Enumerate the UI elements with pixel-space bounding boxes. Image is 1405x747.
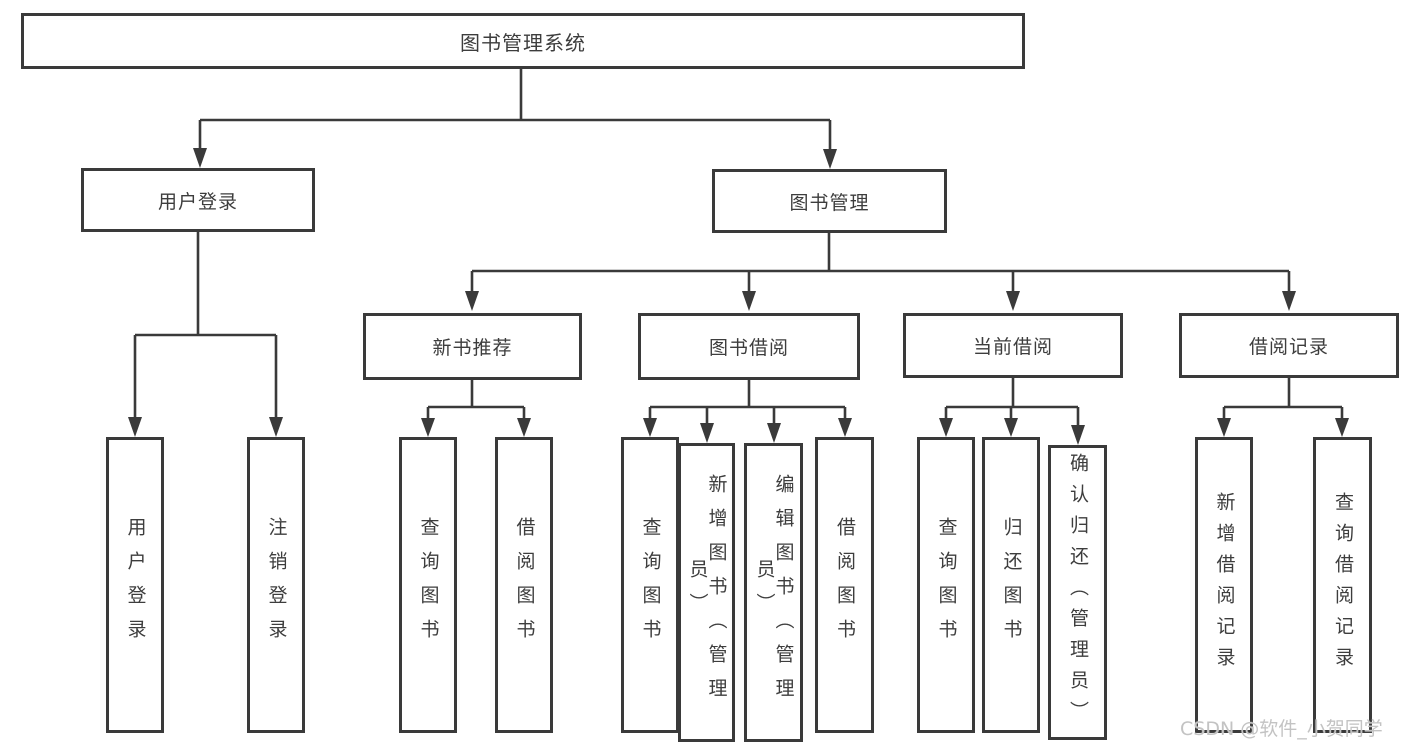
node-current-return-books: 归还图书 [982, 437, 1040, 733]
node-borrowing-add-books-admin: 新增图书（管理员） [678, 443, 735, 742]
connector-current-children [939, 378, 1085, 445]
node-borrowing-borrow-books: 借阅图书 [815, 437, 874, 733]
node-newbook-borrow-books: 借阅图书 [495, 437, 553, 733]
connector-book-management-children [465, 233, 1296, 311]
connector-new-book-children [421, 380, 531, 437]
node-borrowing-edit-books-admin: 编辑图书（管理员） [744, 443, 803, 742]
node-records-add-record: 新增借阅记录 [1195, 437, 1253, 733]
connector-root-to-level1 [193, 69, 837, 169]
node-book-borrowing: 图书借阅 [638, 313, 860, 380]
node-newbook-query-books: 查询图书 [399, 437, 457, 733]
node-current-borrowing: 当前借阅 [903, 313, 1123, 378]
connector-borrowing-children [643, 380, 852, 443]
node-current-query-books: 查询图书 [917, 437, 975, 733]
connector-user-login-children [128, 232, 283, 437]
node-logout: 注销登录 [247, 437, 305, 733]
node-records-query-record: 查询借阅记录 [1313, 437, 1372, 733]
node-new-book-recommend: 新书推荐 [363, 313, 582, 380]
node-login: 用户登录 [106, 437, 164, 733]
node-user-login: 用户登录 [81, 168, 315, 232]
node-borrowing-query-books: 查询图书 [621, 437, 679, 733]
node-current-confirm-return-admin: 确认归还（管理员） [1048, 445, 1107, 740]
csdn-watermark: CSDN @软件_小贺同学 [1180, 718, 1383, 740]
node-borrow-records: 借阅记录 [1179, 313, 1399, 378]
node-book-management: 图书管理 [712, 169, 947, 233]
node-root-system: 图书管理系统 [21, 13, 1025, 69]
connector-records-children [1217, 378, 1349, 437]
